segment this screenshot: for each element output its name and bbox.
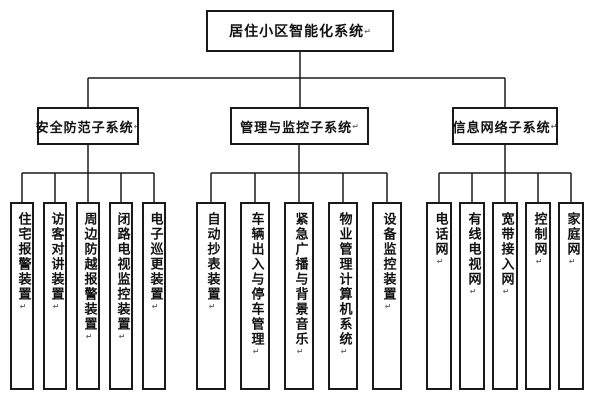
- node-leaf-vehicle-parking-management: 车辆出入与停车管理↵: [240, 202, 270, 390]
- leaf-label: 紧急广播与背景音乐: [292, 212, 308, 347]
- node-leaf-perimeter-intrusion-alarm: 周边防越报警装置↵: [76, 202, 100, 390]
- node-root-system: 居住小区智能化系统↵: [206, 10, 394, 52]
- paragraph-mark: ↵: [383, 302, 393, 311]
- node-leaf-auto-meter-reading: 自动抄表装置↵: [196, 202, 226, 390]
- node-branch-security: 安全防范子系统↵: [35, 107, 141, 145]
- paragraph-mark: ↵: [84, 332, 94, 341]
- leaf-label: 访客对讲装置: [48, 212, 64, 302]
- node-leaf-telephone-network: 电话网↵: [426, 202, 452, 390]
- paragraph-mark: ↵: [550, 121, 558, 131]
- node-leaf-equipment-monitoring: 设备监控装置↵: [372, 202, 402, 390]
- leaf-label: 自动抄表装置: [204, 212, 220, 302]
- branch-label: 信息网络子系统: [452, 120, 551, 136]
- node-leaf-broadband-access-network: 宽带接入网↵: [492, 202, 518, 390]
- paragraph-mark: ↵: [501, 287, 511, 296]
- leaf-label: 车辆出入与停车管理: [248, 212, 264, 347]
- node-leaf-property-management-computer: 物业管理计算机系统↵: [328, 202, 358, 390]
- leaf-label: 周边防越报警装置: [81, 212, 97, 332]
- paragraph-mark: ↵: [117, 332, 127, 341]
- paragraph-mark: ↵: [352, 121, 359, 131]
- node-leaf-residential-alarm: 住宅报警装置↵: [10, 202, 34, 390]
- node-leaf-cctv-monitoring: 闭路电视监控装置↵: [109, 202, 133, 390]
- paragraph-mark: ↵: [150, 302, 160, 311]
- paragraph-mark: ↵: [295, 347, 305, 356]
- leaf-label: 宽带接入网: [498, 212, 514, 287]
- leaf-label: 家庭网: [564, 212, 580, 257]
- node-leaf-control-network: 控制网↵: [525, 202, 551, 390]
- node-leaf-visitor-intercom: 访客对讲装置↵: [43, 202, 67, 390]
- paragraph-mark: ↵: [207, 302, 217, 311]
- leaf-label: 电话网: [432, 212, 448, 257]
- paragraph-mark: ↵: [567, 257, 577, 266]
- paragraph-mark: ↵: [251, 347, 261, 356]
- node-branch-information-network: 信息网络子系统↵: [452, 107, 558, 145]
- node-leaf-home-network: 家庭网↵: [558, 202, 584, 390]
- node-branch-management-monitoring: 管理与监控子系统↵: [230, 107, 369, 145]
- leaf-label: 有线电视网: [465, 212, 481, 287]
- paragraph-mark: ↵: [468, 287, 478, 296]
- paragraph-mark: ↵: [364, 26, 371, 36]
- paragraph-mark: ↵: [18, 302, 28, 311]
- branch-label: 安全防范子系统: [35, 120, 134, 136]
- leaf-label: 电子巡更装置: [147, 212, 163, 302]
- node-leaf-emergency-broadcast-music: 紧急广播与背景音乐↵: [284, 202, 314, 390]
- leaf-label: 住宅报警装置: [15, 212, 31, 302]
- leaf-label: 设备监控装置: [380, 212, 396, 302]
- paragraph-mark: ↵: [51, 302, 61, 311]
- node-root-label: 居住小区智能化系统: [229, 24, 365, 40]
- leaf-label: 物业管理计算机系统: [336, 212, 352, 347]
- paragraph-mark: ↵: [534, 257, 544, 266]
- paragraph-mark: ↵: [133, 121, 141, 131]
- leaf-label: 控制网: [531, 212, 547, 257]
- paragraph-mark: ↵: [339, 347, 349, 356]
- paragraph-mark: ↵: [435, 257, 445, 266]
- node-leaf-cable-tv-network: 有线电视网↵: [459, 202, 485, 390]
- node-leaf-electronic-patrol: 电子巡更装置↵: [142, 202, 166, 390]
- leaf-label: 闭路电视监控装置: [114, 212, 130, 332]
- branch-label: 管理与监控子系统: [240, 120, 353, 136]
